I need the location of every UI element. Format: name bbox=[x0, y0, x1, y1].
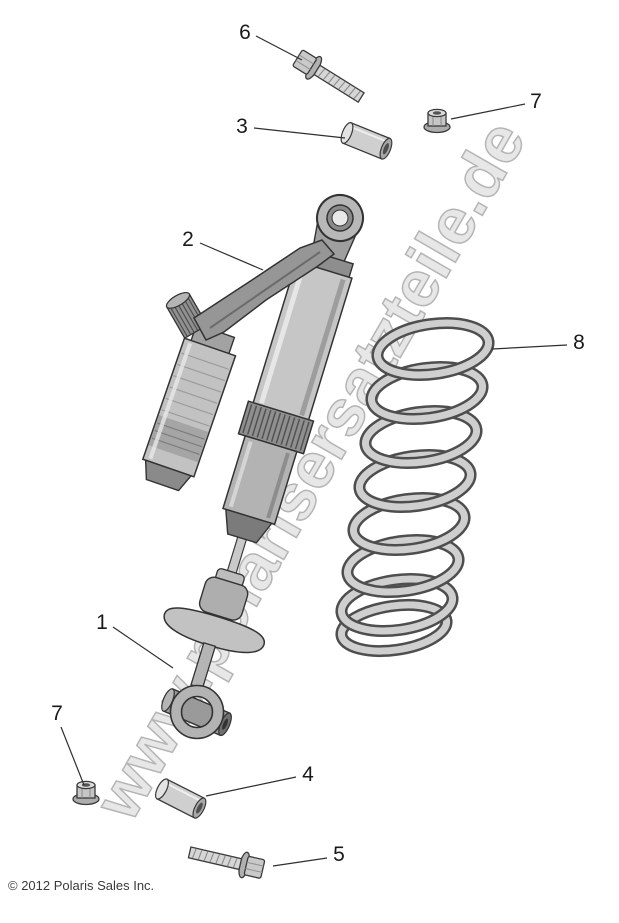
callout-7-lower-label: 7 bbox=[51, 702, 63, 725]
leader-line-4 bbox=[205, 776, 297, 797]
callout-1-label: 1 bbox=[96, 611, 108, 634]
spring-seat bbox=[163, 607, 266, 654]
spacer-bushing-lower bbox=[154, 778, 207, 819]
leader-line-7-upper bbox=[450, 103, 526, 120]
callout-2-label: 2 bbox=[182, 228, 194, 251]
leader-line-5 bbox=[272, 857, 328, 867]
reservoir-bridge bbox=[193, 239, 336, 341]
reservoir-adjuster-knob bbox=[165, 292, 209, 339]
hex-flange-nut-lower bbox=[72, 780, 100, 806]
callout-4-label: 4 bbox=[302, 763, 314, 786]
callout-7-upper-label: 7 bbox=[530, 90, 542, 113]
callout-5-label: 5 bbox=[333, 843, 345, 866]
leader-line-3 bbox=[253, 127, 346, 139]
callout-8-label: 8 bbox=[573, 331, 585, 354]
spacer-bushing-upper bbox=[340, 121, 393, 160]
leader-line-6 bbox=[255, 35, 303, 61]
hex-flange-bolt-upper bbox=[292, 49, 365, 104]
leader-line-1 bbox=[112, 626, 174, 669]
leader-line-8 bbox=[491, 344, 568, 350]
leader-lines bbox=[60, 35, 568, 867]
shock-absorber bbox=[163, 194, 364, 690]
reservoir bbox=[141, 323, 237, 492]
callout-6-label: 6 bbox=[239, 21, 251, 44]
coil-spring bbox=[335, 317, 495, 658]
leader-line-2 bbox=[199, 242, 264, 271]
copyright-text: © 2012 Polaris Sales Inc. bbox=[8, 878, 155, 893]
callout-3-label: 3 bbox=[236, 115, 248, 138]
hex-flange-bolt-lower bbox=[187, 846, 266, 879]
hex-flange-nut-upper bbox=[423, 108, 451, 134]
lower-eyelet bbox=[169, 684, 225, 740]
leader-line-7-lower bbox=[60, 726, 85, 786]
